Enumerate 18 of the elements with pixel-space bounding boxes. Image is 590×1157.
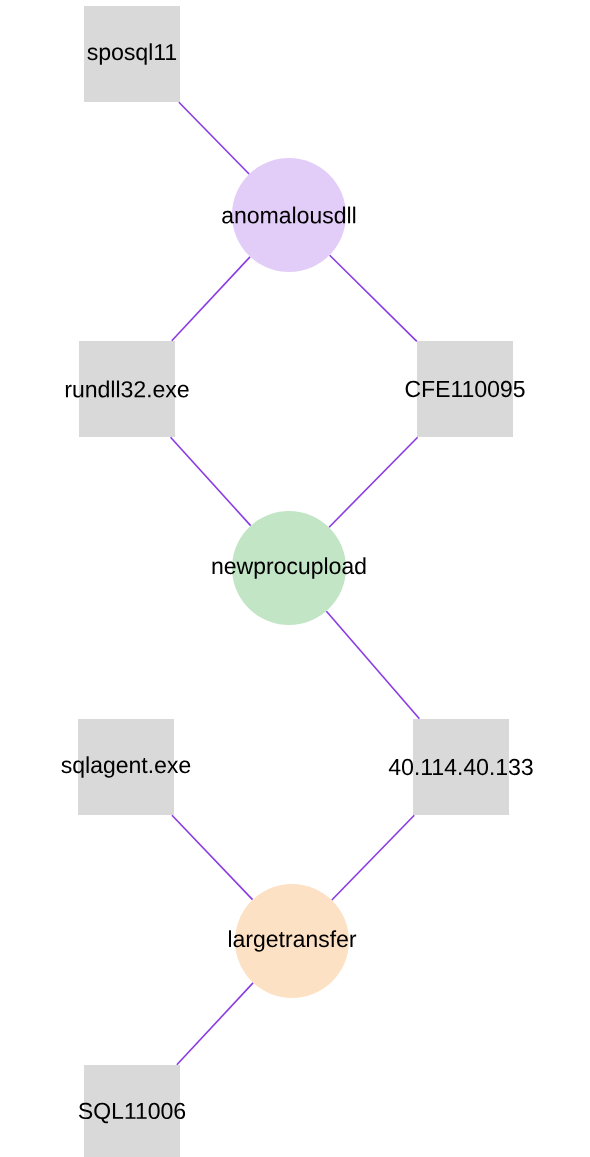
connector-line (176, 982, 254, 1066)
circle-node: anomalousdll (222, 158, 356, 272)
connector-line (178, 101, 250, 175)
square-node: sqlagent.exe (61, 719, 191, 815)
square-node: sposql11 (84, 6, 180, 102)
connector-line (328, 254, 418, 343)
square-node: 40.114.40.133 (388, 719, 533, 815)
square-node: SQL11006 (78, 1065, 186, 1157)
connector-line (169, 436, 252, 527)
square-node: CFE110095 (405, 341, 525, 437)
connector-line (171, 256, 251, 342)
square-node: rundll32.exe (65, 341, 189, 437)
connector-line (331, 814, 416, 901)
connector-line (328, 436, 419, 528)
circle-node: largetransfer (229, 884, 357, 998)
connector-line (325, 610, 421, 720)
circle-node: newprocupload (212, 511, 366, 625)
connector-line (171, 814, 254, 901)
